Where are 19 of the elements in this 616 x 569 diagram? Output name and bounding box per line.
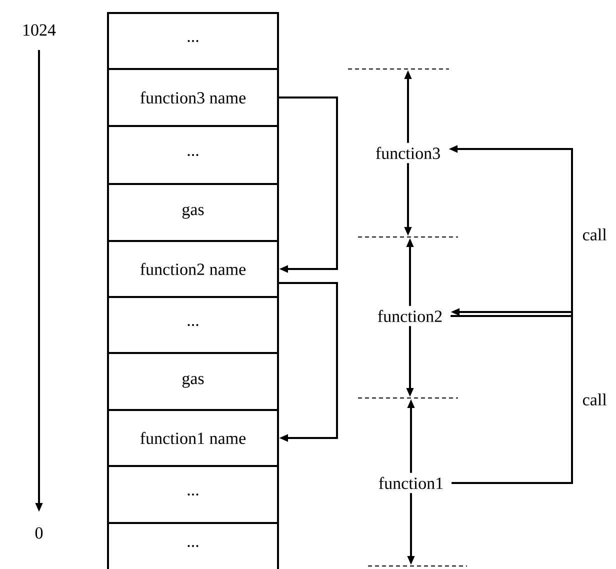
function-label: function2 bbox=[374, 306, 446, 326]
axis-label: 1024 bbox=[24, 24, 56, 36]
function-label: function1 bbox=[375, 474, 447, 492]
memory-cell: gas bbox=[107, 352, 279, 411]
memory-cell: ... bbox=[107, 125, 279, 185]
axis-label: 0 bbox=[35, 527, 43, 539]
memory-cell: ... bbox=[107, 12, 279, 70]
memory-cell: ... bbox=[107, 465, 279, 524]
link-arrow bbox=[279, 96, 338, 273]
edge-label: call bbox=[582, 228, 607, 240]
memory-cell: function3 name bbox=[107, 68, 279, 127]
memory-cell: ... bbox=[107, 296, 279, 354]
edge-label: call bbox=[582, 394, 607, 406]
memory-cell: function1 name bbox=[107, 409, 279, 467]
memory-cell: function2 name bbox=[107, 240, 279, 298]
memory-cell: gas bbox=[107, 183, 279, 242]
link-arrow bbox=[279, 282, 338, 442]
memory-cell: ... bbox=[107, 522, 279, 569]
function-label: function3 bbox=[372, 144, 444, 162]
